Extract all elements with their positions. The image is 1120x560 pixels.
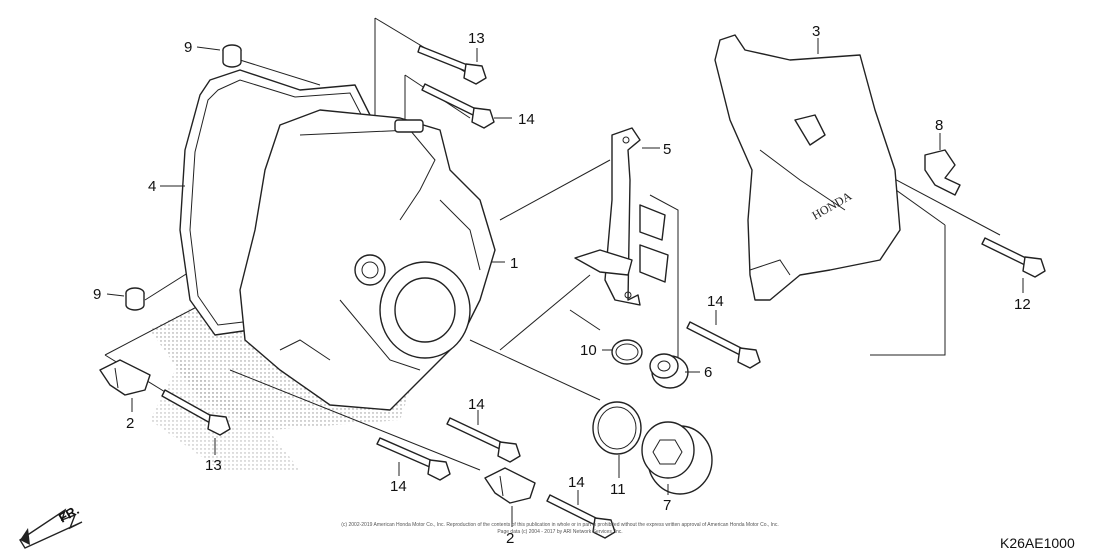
bolt-13-top — [417, 45, 487, 85]
callout-ticks — [106, 38, 1024, 527]
copyright-line-2: Page data (c) 2004 - 2017 by ARI Network… — [497, 529, 623, 535]
front-direction-arrow: FR. — [19, 502, 83, 549]
crankcase-cover — [239, 109, 496, 411]
callout-9-lower: 9 — [93, 286, 101, 303]
rear-cover: HONDA — [714, 34, 901, 301]
bolt-14-mid — [446, 417, 521, 463]
bolt-14-bottom — [376, 437, 451, 481]
bolt-14-top — [421, 83, 495, 129]
bolt-14-lower — [546, 494, 616, 539]
copyright-line-1: (c) 2002-2019 American Honda Motor Co., … — [341, 522, 779, 528]
callout-1: 1 — [510, 255, 518, 272]
bolt-12 — [981, 237, 1046, 278]
callout-10: 10 — [580, 342, 597, 359]
callout-12: 12 — [1014, 296, 1031, 313]
o-ring-large — [592, 401, 642, 455]
diagram-code: K26AE1000 — [1000, 535, 1075, 551]
callout-9-upper: 9 — [184, 39, 192, 56]
dowel-pin-upper — [222, 44, 242, 68]
callout-2-bottom: 2 — [506, 530, 514, 547]
clip — [924, 149, 961, 196]
callout-14-lower: 14 — [568, 474, 585, 491]
clamp-left — [99, 359, 151, 396]
callout-14-right: 14 — [707, 293, 724, 310]
callout-5: 5 — [663, 141, 671, 158]
hole-cap — [641, 421, 713, 495]
bolt-13-bottom — [161, 389, 231, 436]
cap-small — [649, 353, 689, 389]
callout-3: 3 — [812, 23, 820, 40]
callout-2-left: 2 — [126, 415, 134, 432]
callout-13-bottom: 13 — [205, 457, 222, 474]
callout-11: 11 — [610, 481, 626, 498]
bracket — [574, 127, 669, 306]
bolt-14-right — [686, 321, 761, 369]
callout-14-top: 14 — [518, 111, 535, 128]
callout-14-bottom: 14 — [390, 478, 407, 495]
callout-8: 8 — [935, 117, 943, 134]
callout-13-top: 13 — [468, 30, 485, 47]
callout-labels: 1 2 2 3 4 5 6 7 8 9 9 10 11 12 13 13 14 … — [93, 23, 1031, 547]
callout-7: 7 — [663, 497, 671, 514]
callout-14-mid: 14 — [468, 396, 485, 413]
dowel-pin-lower — [125, 287, 145, 311]
clamp-bottom — [484, 467, 536, 504]
callout-4: 4 — [148, 178, 156, 195]
callout-6: 6 — [704, 364, 712, 381]
